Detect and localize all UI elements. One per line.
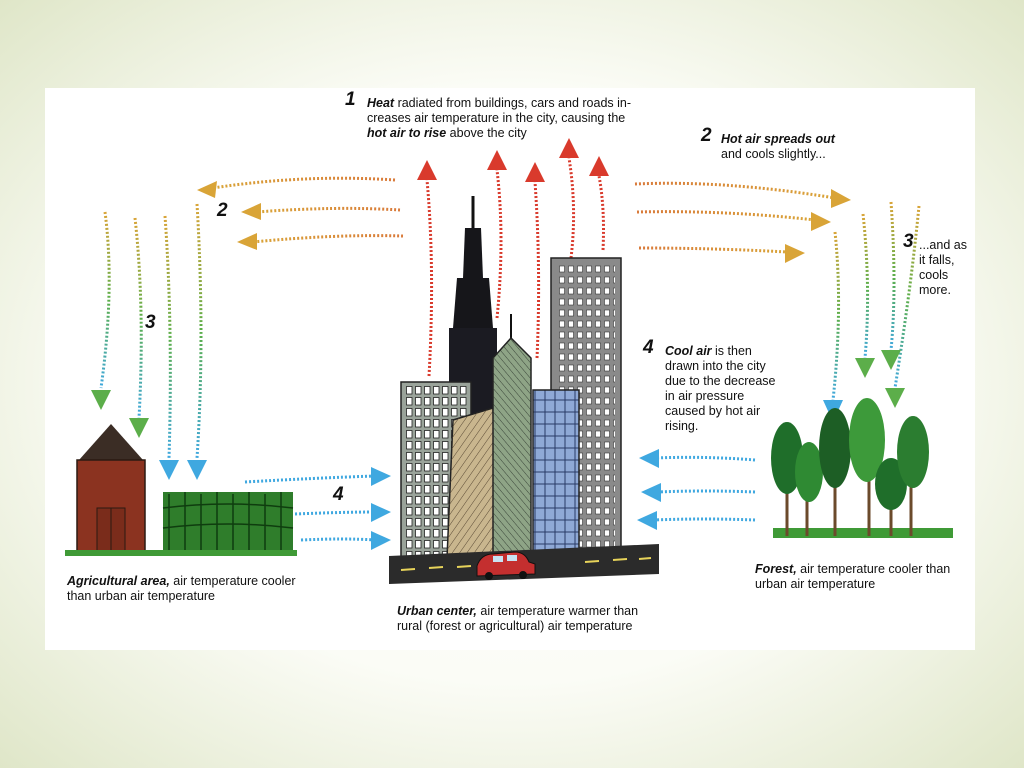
urban-label: Urban center, air temperature warmer tha… (397, 604, 657, 634)
barn (76, 424, 146, 553)
step3-number-left: 3 (145, 312, 156, 333)
step4-bold: Cool air (665, 344, 712, 358)
forest-label: Forest, air temperature cooler than urba… (755, 562, 955, 592)
step3-number: 3 (903, 231, 914, 252)
inflow-arrows-right (652, 455, 756, 522)
step4-text: is then drawn into the city due to the d… (665, 344, 776, 433)
step1-caption: 1 Heat radiated from buildings, cars and… (345, 89, 645, 141)
forest-bold: Forest, (755, 562, 797, 576)
agricultural-bold: Agricultural area, (67, 574, 170, 588)
agricultural-label: Agricultural area, air temperature coole… (67, 574, 297, 604)
step2-bold: Hot air spreads out (721, 132, 835, 146)
agricultural-text: air temperature cooler than urban air te… (67, 574, 296, 603)
step1-number: 1 (345, 89, 356, 110)
step1-text-a: radiated from buildings, cars and roads … (367, 96, 632, 125)
step4-number: 4 (643, 337, 654, 358)
spread-arrows-right (634, 181, 836, 254)
falling-arrows-left (99, 203, 203, 459)
diagram-panel: 1 Heat radiated from buildings, cars and… (45, 88, 975, 650)
urban-text: air temperature warmer than rural (fores… (397, 604, 639, 633)
urban-heat-island-illustration (65, 138, 953, 584)
step2-caption: 2 Hot air spreads out and cools slightly… (701, 125, 871, 162)
step3-text: ...and as it falls, cools more. (919, 238, 967, 297)
forest-text: air temperature cooler than urban air te… (755, 562, 951, 591)
step2-number-left: 2 (217, 200, 228, 221)
falling-arrows-right (831, 201, 921, 401)
step1-bold-rise: hot air to rise (367, 126, 447, 140)
step3-caption: 3 ...and as it falls, cools more. (903, 231, 969, 298)
urban-bold: Urban center, (397, 604, 477, 618)
step1-text-b: above the city (446, 126, 527, 140)
step2-text: and cools slightly... (721, 147, 826, 161)
forest (771, 398, 953, 538)
step4-caption: 4 Cool air is then drawn into the city d… (643, 337, 813, 434)
inflow-arrows-left (244, 474, 376, 542)
crops (65, 492, 297, 556)
spread-arrows-left (212, 176, 404, 244)
city-buildings (400, 196, 622, 559)
car-icon (476, 551, 536, 580)
rising-hot-air-arrows (425, 157, 605, 559)
step4-number-left: 4 (333, 484, 344, 505)
step1-bold-heat: Heat (367, 96, 395, 110)
step2-number: 2 (701, 125, 712, 146)
